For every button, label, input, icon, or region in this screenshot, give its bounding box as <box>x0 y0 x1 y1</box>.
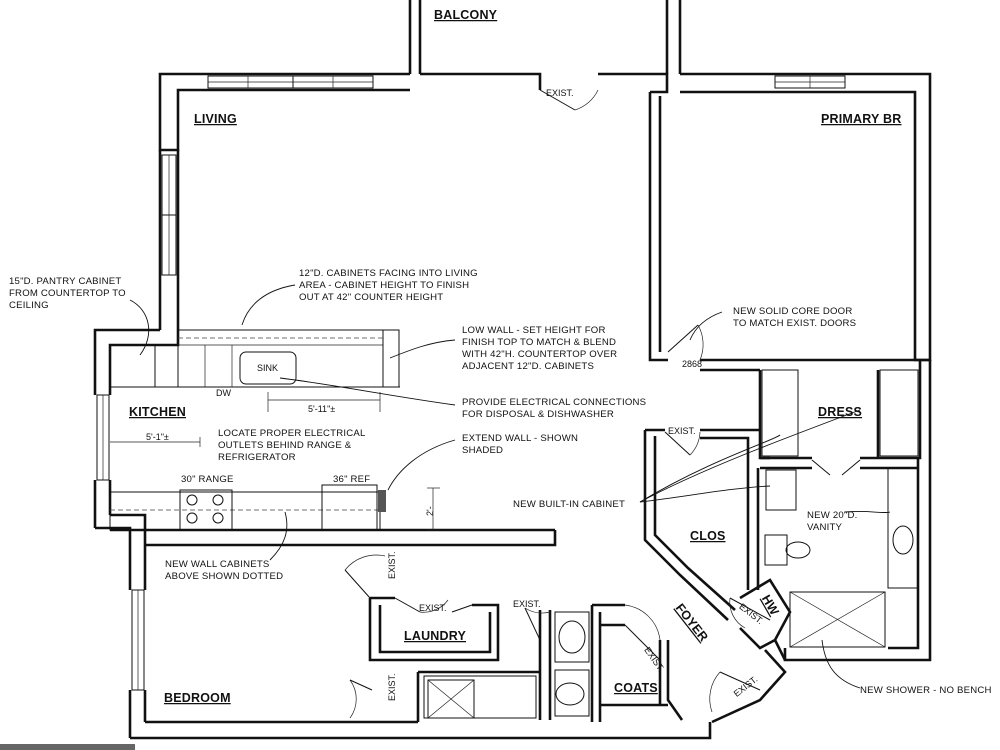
doors <box>344 89 861 719</box>
dimensions <box>110 392 440 531</box>
exist-door-coats: EXIST. <box>642 645 666 673</box>
room-label-laundry: LAUNDRY <box>404 629 467 643</box>
leader-lines <box>129 284 891 689</box>
note-electrical-disposal: PROVIDE ELECTRICAL CONNECTIONS FOR DISPO… <box>462 397 649 420</box>
exist-door-bath: EXIST. <box>513 599 541 609</box>
refrigerator <box>321 484 378 531</box>
note-extend-wall: EXTEND WALL - SHOWN SHADED <box>462 433 581 456</box>
note-pantry: 15"D. PANTRY CABINET FROM COUNTERTOP TO … <box>9 276 129 311</box>
room-label-hw: HW <box>759 592 782 617</box>
fixture-labels: SINK DW 30" RANGE 36" REF 5'-11"± 5'-1"±… <box>146 88 765 701</box>
room-label-living: LIVING <box>194 112 237 126</box>
exist-door-bedroom-lower: EXIST. <box>387 673 397 701</box>
note-outlets: LOCATE PROPER ELECTRICAL OUTLETS BEHIND … <box>218 428 368 463</box>
bath-fixtures <box>423 369 919 719</box>
range <box>179 489 233 531</box>
exist-door-clos: EXIST. <box>668 426 696 436</box>
dishwasher-label: DW <box>216 388 231 398</box>
note-low-wall: LOW WALL - SET HEIGHT FOR FINISH TOP TO … <box>462 325 620 372</box>
room-label-bedroom: BEDROOM <box>164 691 231 705</box>
windows <box>96 75 846 691</box>
exist-door-foyer: EXIST. <box>732 674 760 699</box>
note-cabinets-living: 12"D. CABINETS FACING INTO LIVING AREA -… <box>299 268 481 303</box>
note-solid-core-door: NEW SOLID CORE DOOR TO MATCH EXIST. DOOR… <box>733 306 856 329</box>
note-wall-cabinets: NEW WALL CABINETS ABOVE SHOWN DOTTED <box>165 559 283 582</box>
scale-bar-fragment <box>0 744 135 750</box>
sink-label: SINK <box>257 363 278 373</box>
room-label-primary-br: PRIMARY BR <box>821 112 901 126</box>
dimension-kitchen: 5'-1"± <box>146 432 169 442</box>
room-label-kitchen: KITCHEN <box>129 405 186 419</box>
dimension-2ft: 2'- <box>425 506 435 516</box>
exist-door-bedroom-upper: EXIST. <box>387 551 397 579</box>
annotation-notes: 15"D. PANTRY CABINET FROM COUNTERTOP TO … <box>9 268 992 696</box>
note-built-in-cabinet: NEW BUILT-IN CABINET <box>513 499 625 510</box>
door-size-2868: 2868 <box>682 359 702 369</box>
room-label-clos: CLOS <box>690 529 726 543</box>
room-label-balcony: BALCONY <box>434 8 498 22</box>
room-label-dress: DRESS <box>818 405 862 419</box>
refrigerator-label: 36" REF <box>333 474 370 485</box>
exist-door-hw: EXIST. <box>737 601 765 626</box>
exist-door-balcony: EXIST. <box>546 88 574 98</box>
sink-basin <box>239 351 297 385</box>
kitchen-fixtures <box>109 329 400 531</box>
dimension-sink: 5'-11"± <box>308 404 335 414</box>
room-label-foyer: FOYER <box>673 601 711 644</box>
room-label-coats: COATS <box>614 681 658 695</box>
exist-door-laundry: EXIST. <box>419 603 447 613</box>
extended-wall-shaded <box>378 490 386 512</box>
note-vanity: NEW 20"D. VANITY <box>807 510 860 533</box>
note-shower: NEW SHOWER - NO BENCH <box>860 685 992 696</box>
range-label: 30" RANGE <box>181 474 234 485</box>
